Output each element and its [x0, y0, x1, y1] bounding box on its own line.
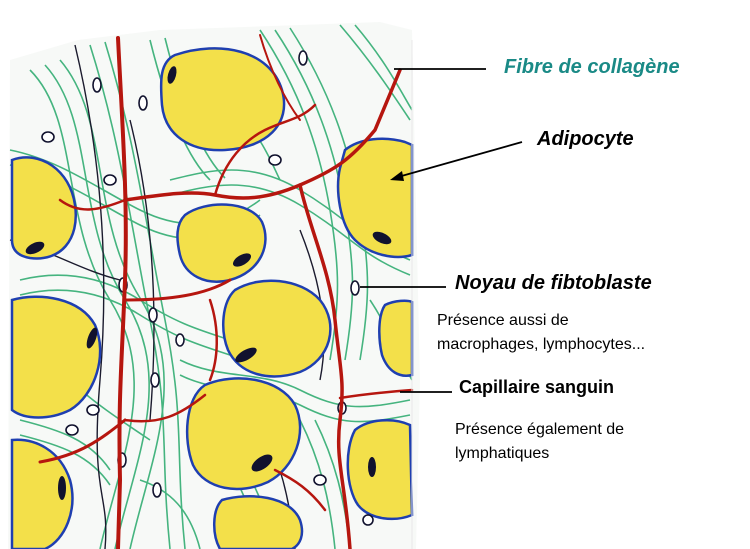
collagen-fiber-label: Fibre de collagène [504, 56, 680, 79]
fibroblast-nucleus [176, 334, 184, 346]
fibroblast-nucleus [104, 175, 116, 185]
fibroblast-nucleus [93, 78, 101, 92]
fibroblast-nucleus [151, 373, 159, 387]
fibroblast-nucleus [153, 483, 161, 497]
tissue-panel [8, 22, 420, 549]
lymphatics-note: Présence également de lymphatiques [455, 418, 624, 466]
fibroblast-nucleus [149, 308, 157, 322]
adipocyte-nucleus [368, 457, 376, 477]
adipocyte-label: Adipocyte [537, 128, 634, 151]
other-cells-note-line1: Présence aussi de [437, 309, 645, 333]
fibroblast-nucleus [299, 51, 307, 65]
fibroblast-nucleus [42, 132, 54, 142]
adipocyte-nucleus [58, 476, 66, 500]
adipocyte-cell [161, 48, 284, 150]
other-cells-note-line2: macrophages, lymphocytes... [437, 333, 645, 357]
lymphatics-note-line1: Présence également de [455, 418, 624, 442]
fibroblast-nucleus [314, 475, 326, 485]
fibroblast-nucleus [66, 425, 78, 435]
adipocyte-cell [348, 420, 412, 519]
fibroblast-nucleus [363, 515, 373, 525]
fibroblast-nucleus-label: Noyau de fibtoblaste [455, 272, 652, 295]
fibroblast-nucleus [87, 405, 99, 415]
capillary-label: Capillaire sanguin [459, 377, 614, 398]
other-cells-note: Présence aussi de macrophages, lymphocyt… [437, 309, 645, 357]
lymphatics-note-line2: lymphatiques [455, 442, 624, 466]
fibroblast-nucleus [269, 155, 281, 165]
fibroblast-nucleus [351, 281, 359, 295]
fibroblast-nucleus [139, 96, 147, 110]
